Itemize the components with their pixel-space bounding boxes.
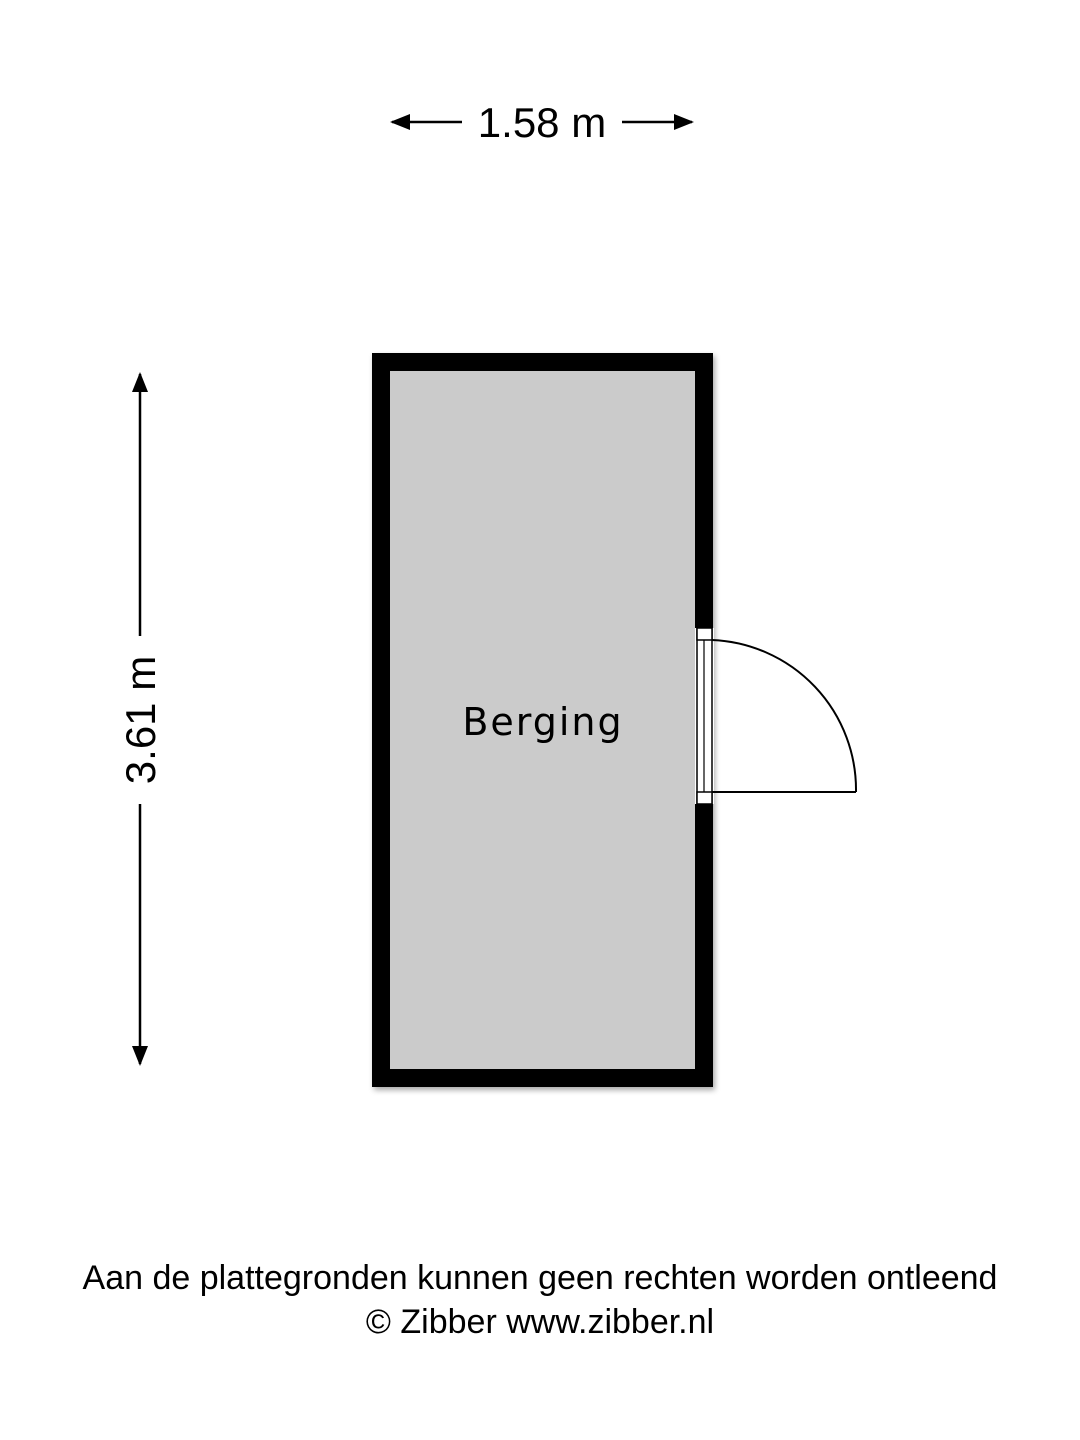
width-label: 1.58 m <box>478 99 606 146</box>
copyright-text: © Zibber www.zibber.nl <box>365 1303 715 1341</box>
room-floor <box>390 371 695 1069</box>
width-dimension: 1.58 m <box>390 99 694 146</box>
door-jamb-bottom <box>696 791 713 805</box>
room-berging <box>372 353 713 1087</box>
door-jamb-top <box>696 627 713 641</box>
room-label: Berging <box>462 700 623 744</box>
height-label: 3.61 m <box>117 656 164 784</box>
door <box>695 627 858 805</box>
disclaimer-text: Aan de plattegronden kunnen geen rechten… <box>82 1259 998 1297</box>
door-swing-arc <box>711 639 858 793</box>
height-dimension: 3.61 m <box>117 372 164 1066</box>
